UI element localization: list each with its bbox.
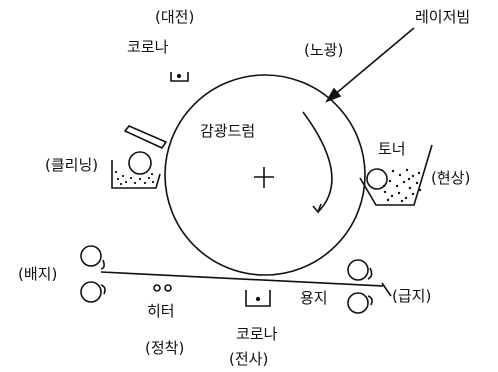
eject-roller-top	[80, 245, 102, 267]
feed-roller-top	[347, 259, 369, 281]
toner-hopper	[359, 144, 433, 206]
laser-beam-label: 레이저빔	[415, 8, 471, 26]
cleaning-blade	[123, 125, 168, 150]
paper-path	[100, 271, 384, 287]
eject-label: (배지)	[18, 265, 58, 283]
heater-label: 히터	[147, 302, 175, 320]
drum-rotation-arrowhead	[312, 203, 322, 214]
exposure-label: (노광)	[304, 41, 344, 59]
transfer-corona	[245, 290, 271, 307]
charging-corona-dot	[176, 73, 182, 79]
transfer-corona-dot	[255, 296, 261, 302]
feed-label: (급지)	[392, 287, 432, 305]
feed-roller-bottom	[347, 292, 369, 314]
eject-roller-bottom	[80, 281, 102, 303]
feed-bracket-line	[381, 282, 392, 297]
drum-label: 감광드럼	[200, 122, 256, 140]
charging-corona	[170, 72, 189, 82]
toner-label: 토너	[378, 140, 406, 158]
charging-label: (대전)	[155, 8, 195, 26]
feed-roller-top-arrow	[367, 267, 373, 280]
feed-roller-bottom-arrow	[367, 295, 373, 306]
paper-label: 용지	[300, 289, 328, 307]
transfer-label: (전사)	[229, 350, 269, 368]
cleaning-bin	[111, 160, 161, 189]
drum-circle	[164, 74, 366, 276]
corona-top-label: 코로나	[127, 38, 169, 56]
heater-roller-right	[164, 284, 172, 292]
eject-roller-bottom-arrow	[100, 284, 106, 295]
fixing-label: (정착)	[145, 339, 185, 357]
laser-beam-arrowhead	[325, 87, 342, 103]
cleaning-label: (클리닝)	[45, 156, 99, 174]
corona-bottom-label: 코로나	[236, 325, 278, 343]
drum-rotation-arrow	[302, 111, 333, 213]
heater-roller-left	[153, 284, 161, 292]
developing-label: (현상)	[431, 169, 471, 187]
cleaning-roller	[128, 151, 152, 175]
developer-roller	[366, 168, 388, 190]
laser-beam-line	[326, 27, 415, 102]
eject-roller-top-arrow	[100, 259, 105, 270]
